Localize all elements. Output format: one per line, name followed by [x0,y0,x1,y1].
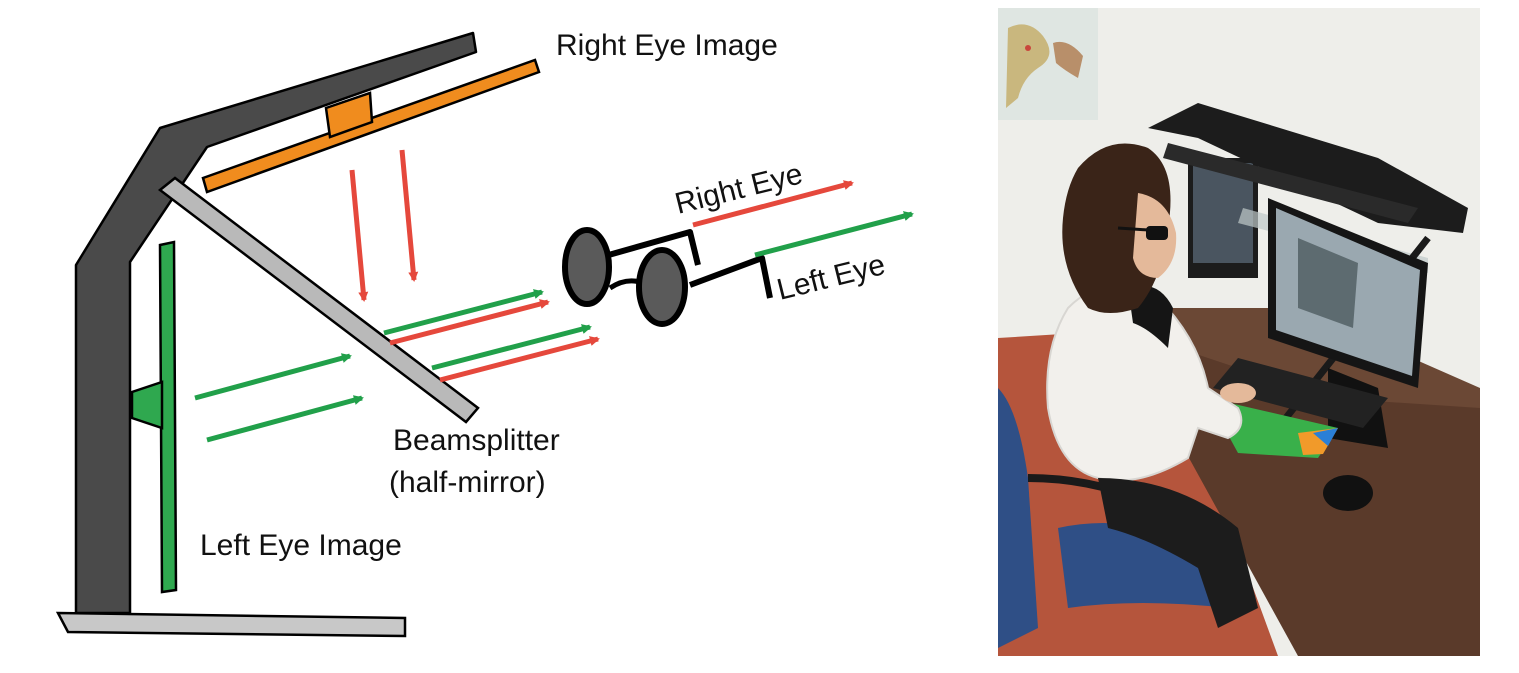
label-beamsplitter: Beamsplitter [393,424,560,457]
photo-mouse [1323,475,1373,511]
label-left-eye: Left Eye [774,248,889,307]
left-eye-ray [754,211,914,258]
stand-base [55,611,407,638]
person-3d-glasses [1117,226,1168,240]
combined-ray-red-1 [389,299,550,346]
combined-ray-green-2 [431,324,592,371]
stereo-display-diagram: Right Eye Image Right Eye Left Eye Beams… [55,29,914,638]
combined-ray-red-2 [439,336,600,383]
label-right-eye-image: Right Eye Image [556,29,778,62]
label-left-eye-image: Left Eye Image [200,529,402,562]
person-hands [1220,383,1256,403]
left-image-ray-2 [206,395,364,443]
workstation-photo [998,8,1480,656]
right-eye-display [201,58,541,194]
right-image-ray-down-1 [349,169,369,302]
right-image-ray-down-2 [399,149,419,282]
combined-ray-green-1 [383,289,544,336]
person-legs [1098,478,1258,628]
desk-top-light [1148,308,1480,408]
right-eye-ray [692,180,854,228]
beamsplitter-mirror [157,176,480,424]
wall-map [998,8,1098,120]
label-half-mirror: (half-mirror) [389,466,546,499]
photo-keyboard [1213,358,1388,428]
left-image-ray-1 [194,353,352,401]
left-eye-display [130,240,178,594]
3d-glasses [562,227,773,327]
